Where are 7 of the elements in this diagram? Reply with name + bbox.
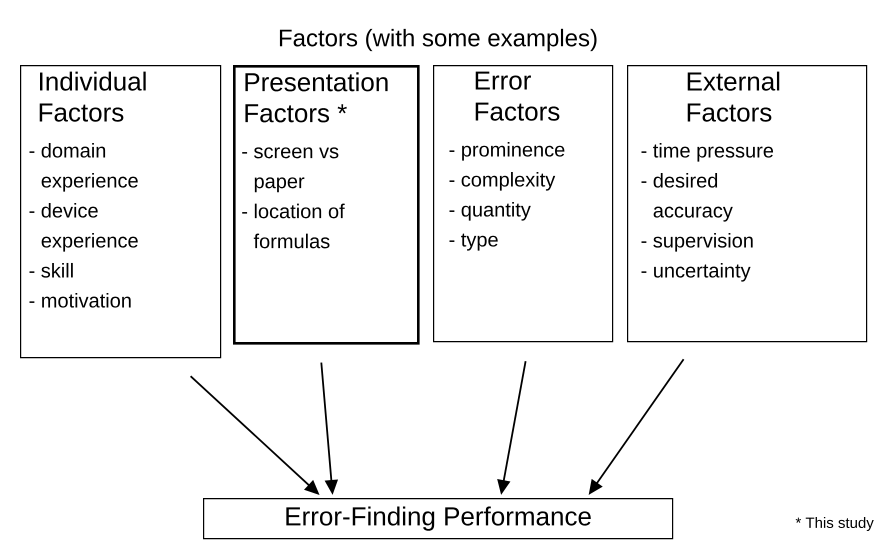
note: * This study	[796, 517, 874, 531]
factor-box: External Factors - time pressure - desired accuracy - supervision - uncertainty	[627, 65, 868, 342]
result-box: Error-Finding Performance	[203, 498, 674, 540]
factor-box: Presentation Factors * - screen vs paper - location of formulas	[233, 65, 420, 345]
factor-box: Individual Factors - domain experience - device experience - skill - motivation	[20, 65, 222, 358]
title: Factors (with some examples)	[280, 28, 597, 52]
factor-box: Error Factors - prominence - complexity - quantity - type	[433, 65, 614, 342]
